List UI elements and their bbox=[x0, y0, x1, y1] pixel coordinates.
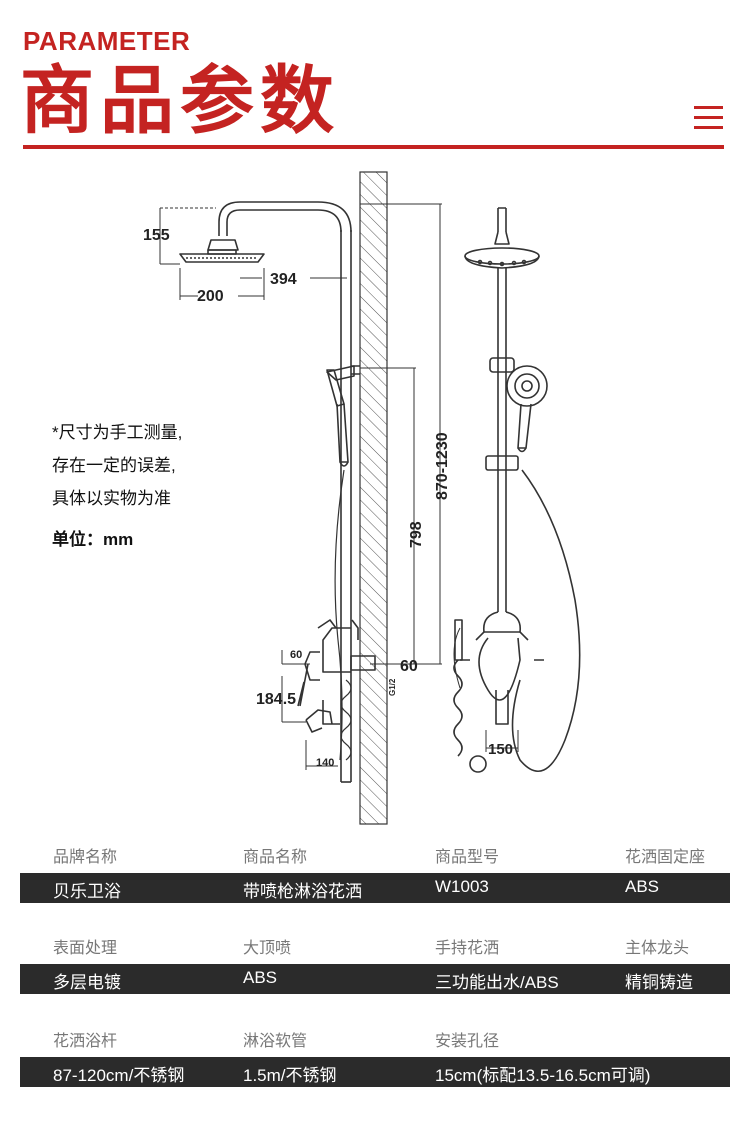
spec-value: ABS bbox=[625, 877, 660, 896]
note-line-2: 存在一定的误差, bbox=[52, 456, 176, 475]
spec-group-3: 花洒浴杆 淋浴软管 安装孔径 87-120cm/不锈钢 1.5m/不锈钢 15c… bbox=[20, 1027, 730, 1087]
dim-head-diameter: 200 bbox=[197, 288, 224, 305]
front-view-shower bbox=[453, 207, 581, 773]
spec-label: 主体龙头 bbox=[625, 940, 690, 957]
title-divider bbox=[23, 145, 724, 149]
note-line-1: *尺寸为手工测量, bbox=[52, 423, 183, 442]
menu-icon[interactable] bbox=[694, 106, 723, 130]
measurement-notes: *尺寸为手工测量, 存在一定的误差, 具体以实物为准 单位：mm bbox=[52, 416, 182, 556]
dim-spout-length: 140 bbox=[316, 757, 334, 769]
dim-head-height: 155 bbox=[143, 227, 170, 244]
spec-value: 1.5m/不锈钢 bbox=[243, 1066, 337, 1085]
product-dimension-diagram: 155 200 394 870-1230 798 60 60 184.5 140… bbox=[143, 171, 581, 825]
spec-label: 表面处理 bbox=[53, 940, 118, 957]
dimension-lines bbox=[159, 203, 442, 770]
spec-value: 多层电镀 bbox=[53, 973, 121, 992]
spec-value: 三功能出水/ABS bbox=[435, 973, 559, 992]
dim-slide-height: 798 bbox=[408, 521, 425, 548]
spec-value: 15cm(标配13.5-16.5cm可调) bbox=[435, 1066, 651, 1085]
spec-value-row: 贝乐卫浴 带喷枪淋浴花洒 W1003 ABS bbox=[20, 873, 730, 903]
spec-value: 贝乐卫浴 bbox=[53, 882, 121, 901]
spec-value: 87-120cm/不锈钢 bbox=[53, 1066, 185, 1085]
spec-label: 花洒固定座 bbox=[625, 849, 706, 866]
section-eyebrow: PARAMETER bbox=[23, 26, 191, 56]
spec-value: 精铜铸造 bbox=[625, 973, 693, 992]
dim-hole-spacing: 150 bbox=[488, 741, 513, 758]
spec-label: 品牌名称 bbox=[53, 849, 118, 866]
dim-rail-range: 870-1230 bbox=[434, 432, 451, 500]
wall-section bbox=[359, 171, 388, 825]
dim-thread: G1/2 bbox=[388, 678, 397, 696]
spec-group-2: 表面处理 大顶喷 手持花洒 主体龙头 多层电镀 ABS 三功能出水/ABS 精铜… bbox=[20, 934, 730, 994]
spec-value-row: 87-120cm/不锈钢 1.5m/不锈钢 15cm(标配13.5-16.5cm… bbox=[20, 1057, 730, 1087]
spec-value-row: 多层电镀 ABS 三功能出水/ABS 精铜铸造 bbox=[20, 964, 730, 994]
spec-value: ABS bbox=[243, 968, 278, 987]
side-view-shower bbox=[179, 201, 376, 783]
spec-group-1: 品牌名称 商品名称 商品型号 花洒固定座 贝乐卫浴 带喷枪淋浴花洒 W1003 … bbox=[20, 843, 730, 903]
spec-label: 安装孔径 bbox=[435, 1033, 500, 1050]
note-line-3: 具体以实物为准 bbox=[52, 489, 171, 508]
unit-note: 单位：mm bbox=[52, 530, 134, 549]
spec-label: 淋浴软管 bbox=[243, 1033, 308, 1050]
dim-wall-offset: 60 bbox=[400, 658, 418, 675]
spec-label: 手持花洒 bbox=[435, 940, 500, 957]
spec-label: 商品名称 bbox=[243, 849, 308, 866]
spec-label: 花洒浴杆 bbox=[53, 1033, 118, 1050]
spec-value: W1003 bbox=[435, 877, 489, 896]
spec-label: 商品型号 bbox=[435, 849, 500, 866]
dim-mixer-offset: 60 bbox=[290, 649, 302, 661]
page-title: 商品参数 bbox=[20, 58, 340, 144]
dim-mixer-height: 184.5 bbox=[256, 691, 296, 708]
dim-arm-length: 394 bbox=[270, 271, 297, 288]
spec-label: 大顶喷 bbox=[243, 940, 292, 957]
spec-value: 带喷枪淋浴花洒 bbox=[243, 882, 362, 901]
